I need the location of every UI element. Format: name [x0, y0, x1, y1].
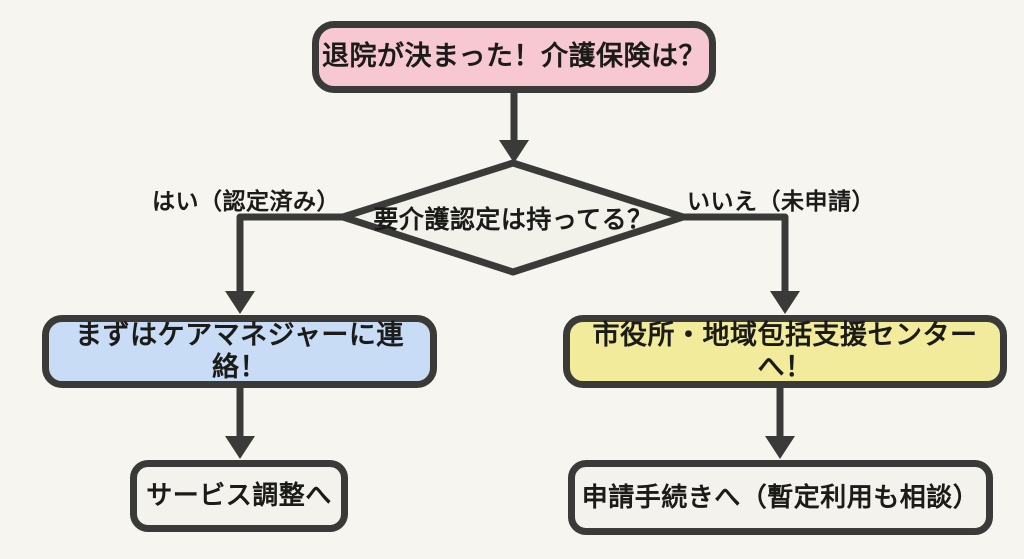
arrowhead-decision-to-yes-action [225, 291, 255, 314]
node-start: 退院が決まった！介護保険は？ [312, 21, 716, 93]
node-no-action-label: 市役所・地域包括支援センターへ！ [592, 320, 978, 382]
node-no-action: 市役所・地域包括支援センターへ！ [563, 315, 1007, 388]
node-decision-label: 要介護認定は持ってる？ [373, 206, 653, 234]
arrowhead-decision-to-no-action [770, 291, 800, 314]
edge-decision-to-no-action [672, 213, 789, 296]
edge-label-yes: はい（認定済み） [152, 188, 340, 214]
decision-diamond [339, 159, 687, 276]
node-yes-action: まずはケアマネジャーに連絡！ [42, 315, 437, 388]
edge-label-no: いいえ（未申請） [687, 188, 875, 214]
node-yes-result-label: サービス調整へ [146, 480, 332, 511]
edge-decision-to-yes-action [236, 213, 354, 296]
node-yes-result: サービス調整へ [130, 460, 348, 532]
arrowhead-yes-action-to-yes-result [225, 436, 255, 459]
node-yes-action-label: まずはケアマネジャーに連絡！ [75, 320, 404, 382]
arrowhead-start-to-decision [499, 140, 529, 163]
arrowhead-no-action-to-no-result [765, 436, 795, 459]
node-no-result: 申請手続きへ（暫定利用も相談） [568, 460, 993, 535]
node-start-label: 退院が決まった！介護保険は？ [322, 41, 706, 72]
node-no-result-label: 申請手続きへ（暫定利用も相談） [581, 481, 980, 512]
